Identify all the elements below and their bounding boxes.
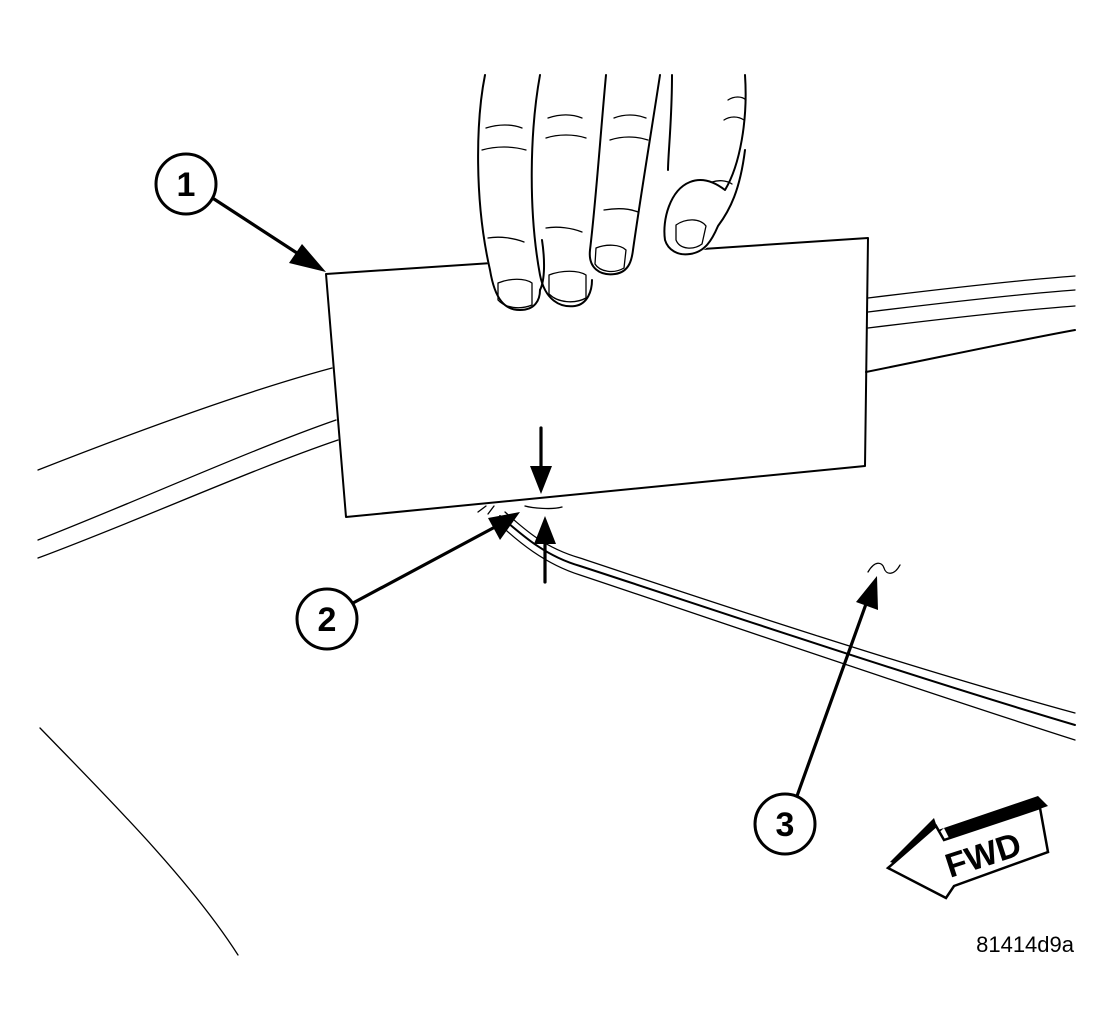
left-panel-edge-lines [37,367,339,956]
callout-1-label: 1 [177,166,196,204]
glass-edge-lines [477,505,1076,741]
fwd-direction-arrow-icon: FWD [885,796,1050,900]
right-panel-edge-lines [865,275,1076,373]
callout-2-label: 2 [318,601,337,639]
figure-id-label: 81414d9a [976,932,1075,957]
callout-1: 1 [154,152,326,272]
callout-2-arrowhead [488,512,520,540]
callout-2: 2 [295,512,520,651]
hand-icon [477,74,750,311]
callout-3-label: 3 [776,806,795,844]
callout-3: 3 [753,576,878,856]
gap-measure-arrows-icon [524,426,563,584]
break-symbol-icon [867,562,901,574]
callout-3-arrowhead [856,576,878,610]
callout-1-arrowhead [289,244,326,272]
